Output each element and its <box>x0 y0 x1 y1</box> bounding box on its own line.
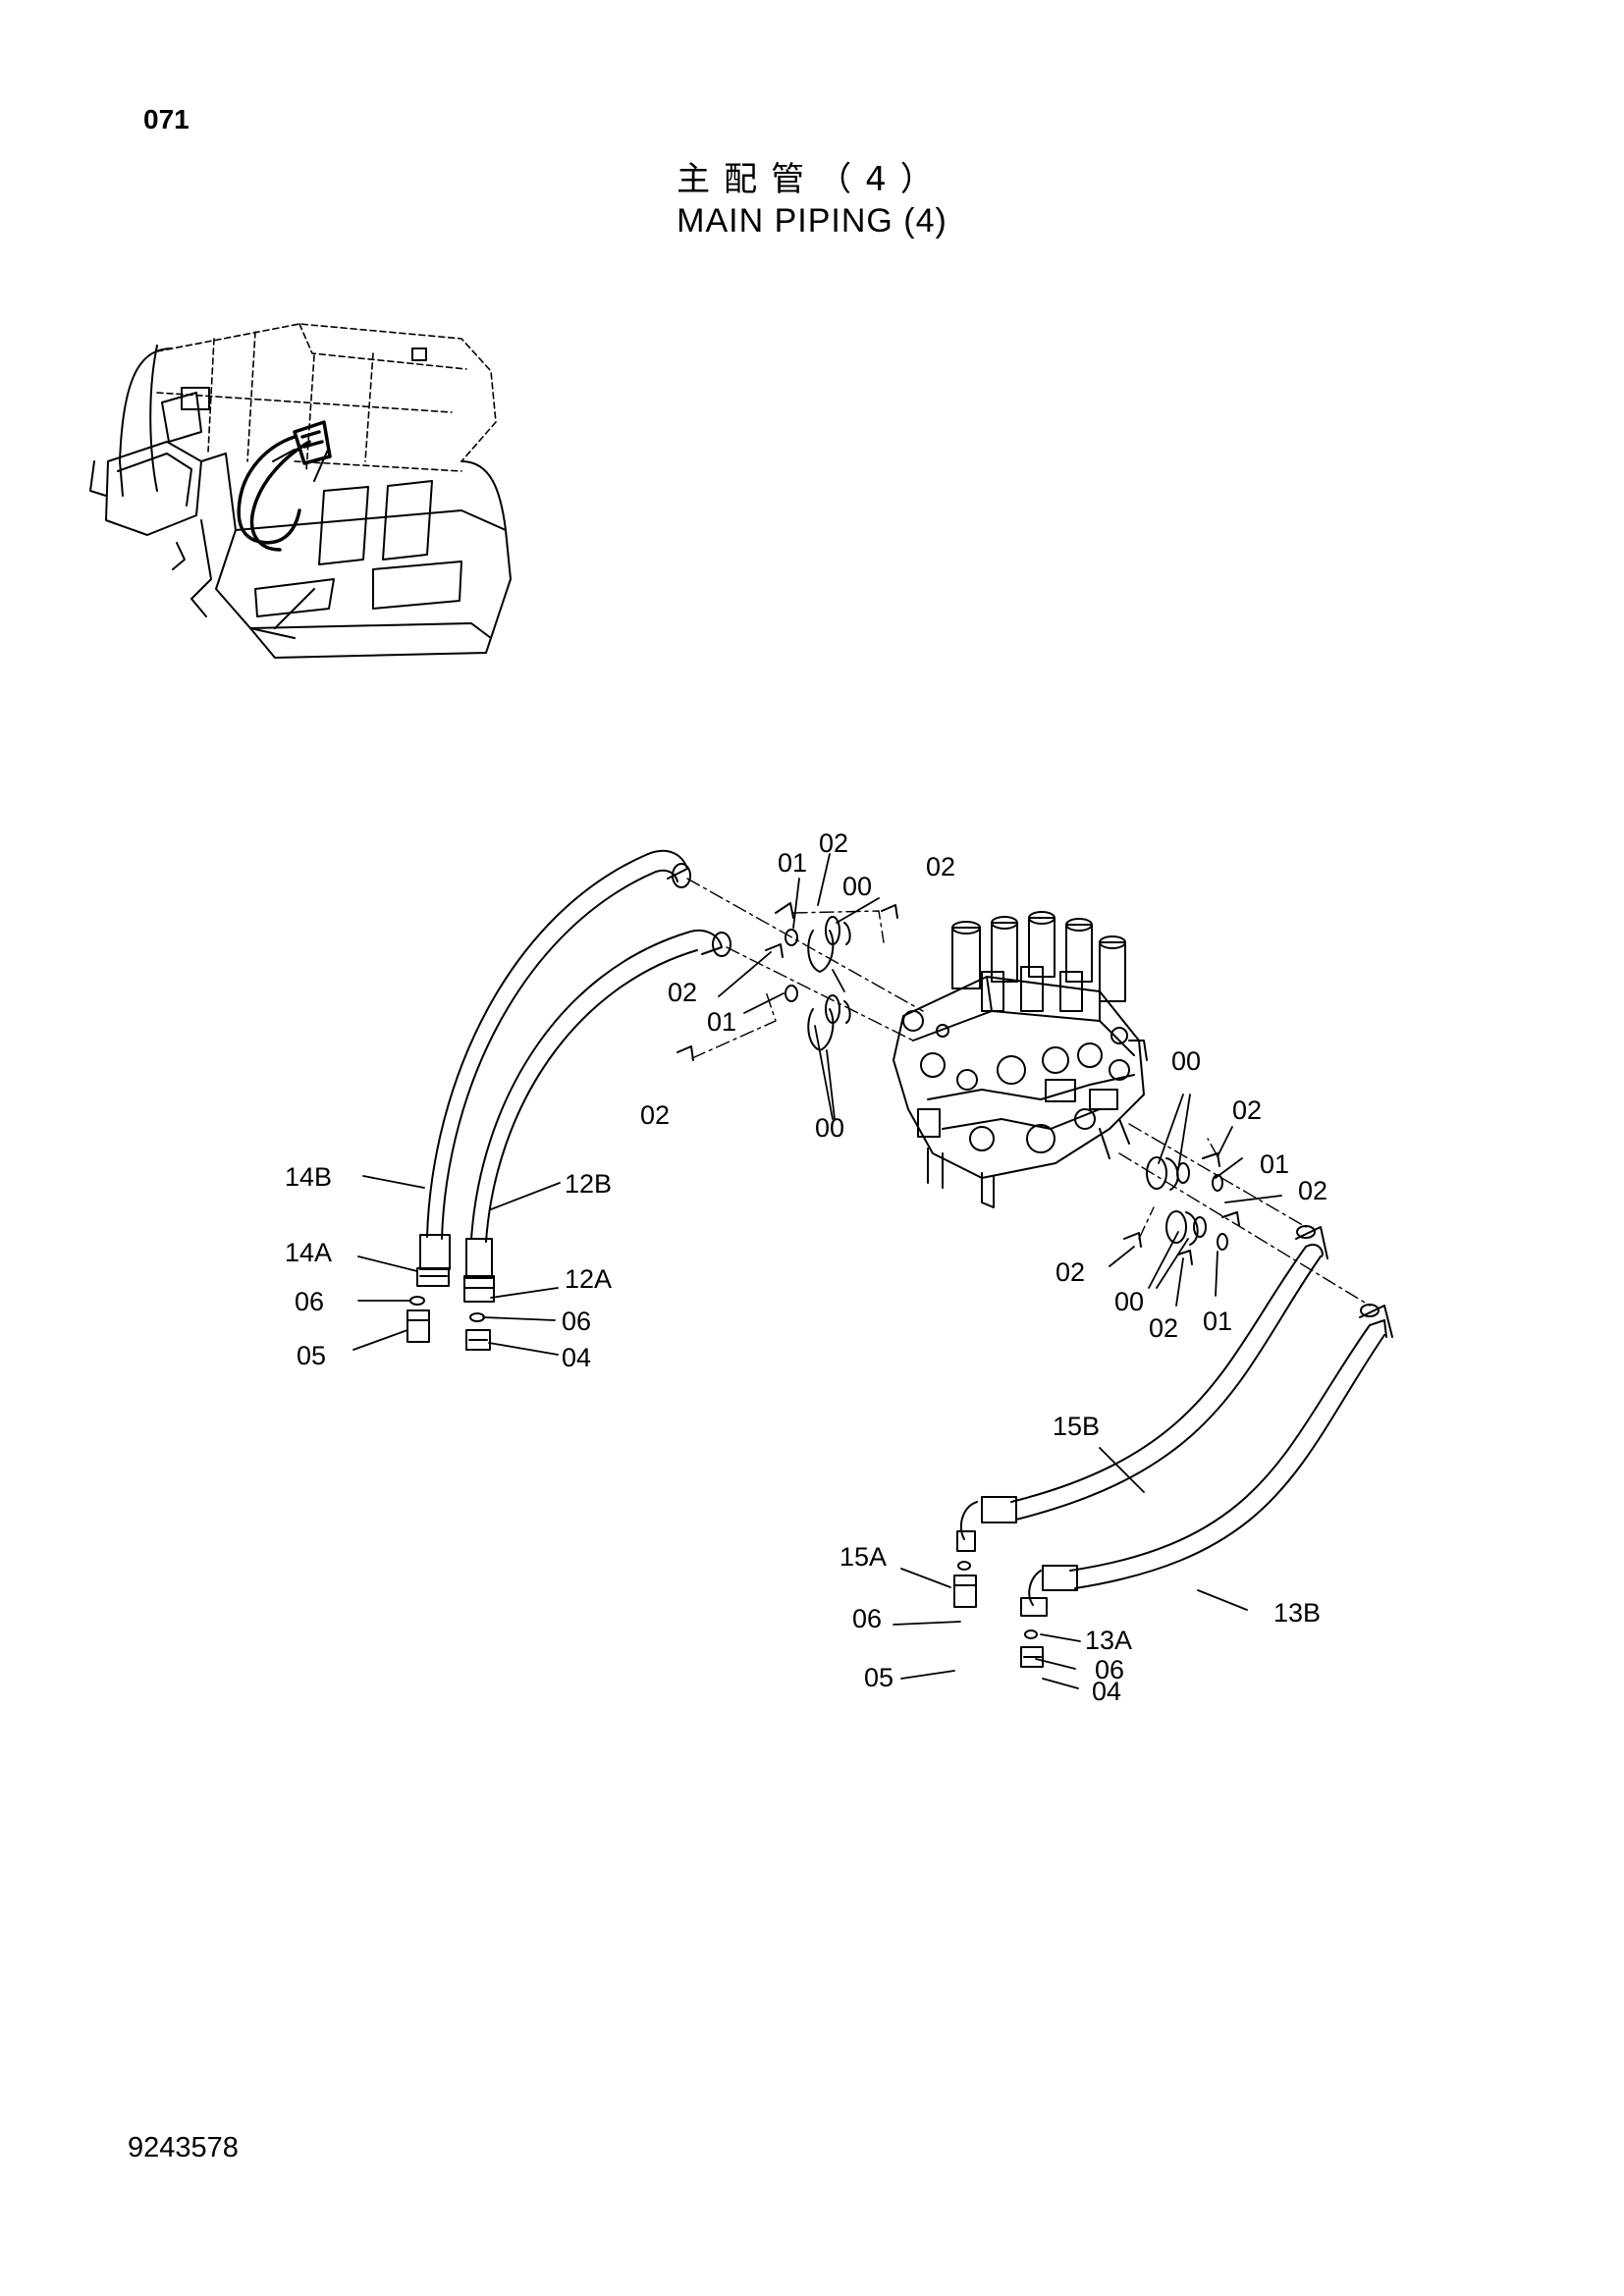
callout-label: 06 <box>295 1287 324 1316</box>
callout-label: 12A <box>565 1264 612 1294</box>
callout-label: 15B <box>1053 1412 1100 1441</box>
document-number: 9243578 <box>128 2132 239 2163</box>
left-flange-group <box>677 902 898 1061</box>
control-valve <box>893 911 1148 1208</box>
callout-label: 02 <box>1232 1095 1262 1125</box>
hose-12 <box>463 929 731 1351</box>
callout-label: 01 <box>707 1007 736 1037</box>
callout-label: 02 <box>1298 1176 1327 1205</box>
callout-label: 05 <box>864 1663 893 1692</box>
hose-13 <box>1020 1304 1393 1668</box>
callout-label: 14A <box>285 1238 332 1267</box>
callout-label: 00 <box>1114 1287 1144 1316</box>
callout-label: 00 <box>815 1113 844 1143</box>
hose-15 <box>953 1225 1328 1608</box>
callout-labels: 01 02 02 00 02 01 02 00 00 02 01 02 02 0… <box>285 828 1327 1706</box>
callout-label: 14B <box>285 1162 332 1192</box>
callout-label: 01 <box>1260 1149 1289 1179</box>
leader-lines <box>352 853 1282 1689</box>
callout-label: 02 <box>926 852 955 881</box>
callout-label: 13B <box>1273 1598 1321 1628</box>
callout-label: 06 <box>562 1307 591 1336</box>
page-title-english: MAIN PIPING (4) <box>677 202 947 240</box>
callout-label: 02 <box>1149 1313 1178 1343</box>
callout-label: 02 <box>668 978 697 1007</box>
callout-label: 04 <box>562 1343 591 1372</box>
callout-label: 05 <box>297 1341 326 1370</box>
hose-14 <box>406 849 691 1343</box>
page-number: 071 <box>143 104 189 134</box>
callout-label: 01 <box>778 848 807 878</box>
callout-label: 06 <box>1095 1655 1124 1684</box>
callout-label: 13A <box>1085 1626 1132 1655</box>
callout-label: 15A <box>839 1542 887 1572</box>
callout-label: 06 <box>852 1604 882 1633</box>
callout-label: 01 <box>1203 1307 1232 1336</box>
right-flange-group <box>1123 1152 1240 1265</box>
callout-label: 02 <box>640 1100 670 1130</box>
page-title-japanese: 主配管（4） <box>677 160 947 199</box>
callout-label: 00 <box>1171 1046 1201 1076</box>
callout-label: 02 <box>1056 1257 1085 1287</box>
callout-label: 02 <box>819 828 848 858</box>
callout-label: 12B <box>565 1169 612 1199</box>
callout-label: 00 <box>842 872 872 901</box>
locator-thumbnail <box>89 323 512 659</box>
callout-label: 04 <box>1092 1677 1121 1706</box>
